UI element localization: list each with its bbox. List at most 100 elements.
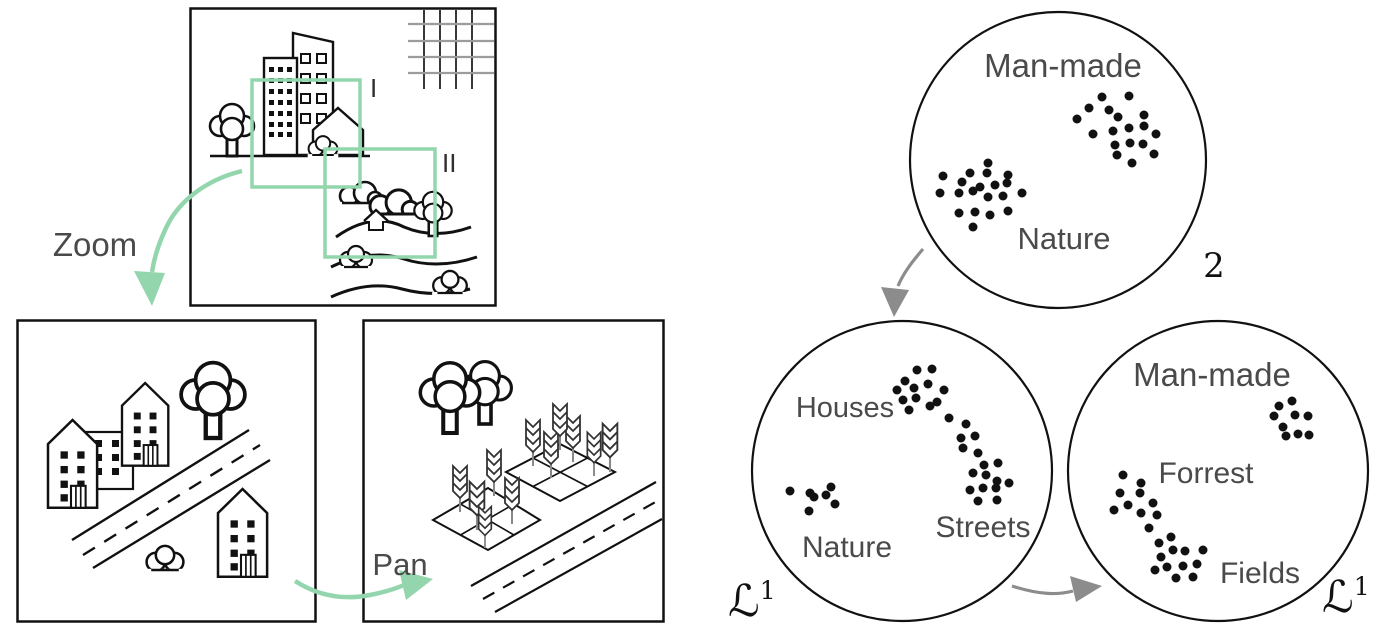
dot-cluster-manmade-top [1072, 91, 1161, 168]
embedding-dot [1004, 478, 1014, 488]
dot-cluster-manmade-right [1269, 396, 1314, 441]
embedding-dot [1084, 103, 1094, 113]
embedding-dot [1017, 188, 1027, 198]
embedding-dot [1088, 129, 1098, 139]
embedding-dot [1149, 149, 1159, 159]
embedding-dot [1304, 430, 1314, 440]
embedding-dot [956, 433, 966, 443]
fields-label: Fields [1220, 557, 1300, 590]
embedding-dot [1281, 431, 1291, 441]
embedding-dot [981, 470, 991, 480]
nature-label: Nature [802, 531, 892, 564]
embedding-dot [1003, 206, 1013, 216]
embedding-dot [1110, 140, 1120, 150]
embedding-dot [993, 458, 1003, 468]
houses-label: Houses [796, 392, 894, 424]
crop-region-1-label: I [370, 73, 377, 103]
embedding-dot [979, 460, 989, 470]
embedding-dot [821, 490, 831, 500]
embedding-dot [978, 483, 988, 493]
embedding-dot [968, 186, 978, 196]
embedding-dot [1303, 411, 1313, 421]
embedding-dot [1192, 559, 1202, 569]
embedding-dot [911, 393, 921, 403]
map-grid-icon [408, 10, 494, 89]
embedding-dot [1072, 114, 1082, 124]
embedding-dot [1144, 523, 1154, 533]
bottom-right-embedding-circle [1066, 319, 1370, 623]
embedding-dot [925, 401, 935, 411]
embedding-dot [1113, 112, 1123, 122]
embedding-dot [1118, 470, 1128, 480]
embedding-dot [1150, 565, 1160, 575]
embedding-dot [965, 168, 975, 178]
panned-image-box [362, 319, 665, 623]
embedding-dot [1125, 138, 1135, 148]
embedding-dot [1124, 91, 1134, 101]
embedding-dot [954, 188, 964, 198]
gray-arrowhead-icon [1070, 576, 1102, 602]
forrest-label: Forrest [1158, 457, 1254, 490]
embedding-dot [912, 365, 922, 375]
embedding-dot [985, 210, 995, 220]
embedding-dot [1171, 573, 1181, 583]
crop-region-2-frame [323, 147, 437, 259]
zoom-operation-label: Zoom [53, 226, 137, 263]
embedding-dot [932, 397, 942, 407]
top-embedding-circle [908, 10, 1208, 310]
embedding-dot [1138, 139, 1148, 149]
embedding-dot [973, 496, 983, 506]
pan-arrowhead-icon [399, 570, 433, 600]
embedding-dot [957, 177, 967, 187]
overview-image-box: I II [189, 7, 497, 307]
embedding-dot [1123, 500, 1133, 510]
embedding-dot [982, 168, 992, 178]
embedding-dot [1002, 178, 1012, 188]
embedding-dot [826, 482, 836, 492]
embedding-dot [1154, 538, 1164, 548]
embedding-dot [970, 431, 980, 441]
pan-space-arrow [1011, 576, 1102, 602]
embedding-dot [968, 222, 978, 232]
embedding-dot [965, 485, 975, 495]
gray-arrowhead-icon [881, 287, 909, 317]
embedding-dot [958, 443, 968, 453]
embedding-dot [1108, 126, 1118, 136]
road-icon [470, 481, 663, 613]
embedding-dot [992, 476, 1002, 486]
embedding-dot [998, 191, 1008, 201]
embedding-dot [1293, 429, 1303, 439]
embedding-dot [1178, 561, 1188, 571]
embedding-dot [923, 379, 933, 389]
embedding-dot [1097, 92, 1107, 102]
apartment-building-icon [262, 56, 299, 157]
embedding-dot [1124, 123, 1134, 133]
embedding-dot [1162, 562, 1172, 572]
embedding-dot [830, 499, 840, 509]
embedding-dot [939, 385, 949, 395]
embedding-dot [944, 413, 954, 423]
embedding-dot [991, 483, 1001, 493]
embedding-dot [904, 405, 914, 415]
embedding-dot [983, 192, 993, 202]
embedding-dot [1135, 488, 1145, 498]
embedding-dot [1198, 545, 1208, 555]
embedding-dot [909, 383, 919, 393]
embedding-dot [898, 395, 908, 405]
embedding-dot [1148, 498, 1158, 508]
embedding-dot [938, 171, 948, 181]
pan-arrow [293, 570, 433, 600]
embedding-dot [1290, 410, 1300, 420]
embedding-dot [1104, 105, 1114, 115]
embedding-dot [961, 419, 971, 429]
pan-operation-label: Pan [372, 547, 427, 582]
embedding-dot [900, 376, 910, 386]
embedding-dot [975, 182, 985, 192]
top-circle-nature-label: Nature [1017, 221, 1110, 256]
embedding-dot [1136, 478, 1146, 488]
embedding-dot [1156, 552, 1166, 562]
embedding-dot [1166, 532, 1176, 542]
streets-label: Streets [935, 511, 1030, 544]
top-circle-exponent-label: 2 [1203, 246, 1225, 286]
